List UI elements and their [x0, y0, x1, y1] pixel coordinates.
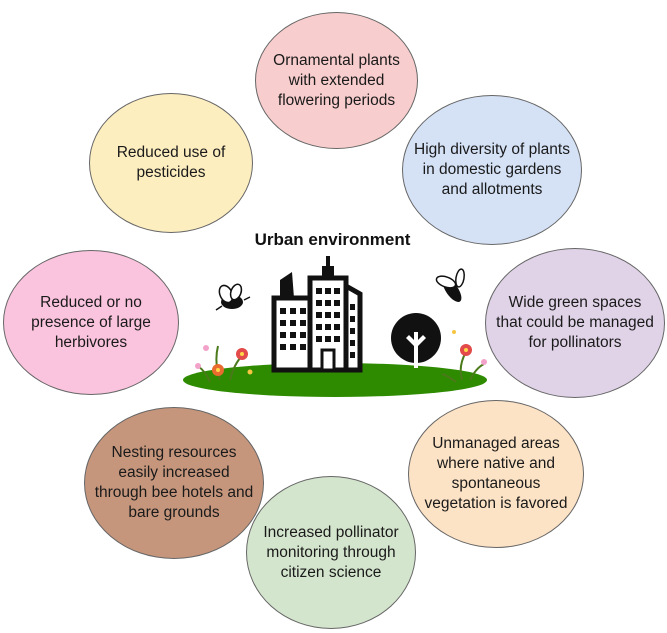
urban-scene	[183, 256, 487, 397]
buildings-icon	[271, 256, 363, 373]
circle-ornamental-plants: Ornamental plants with extended flowerin…	[255, 12, 418, 149]
circle-nesting-resources-text: Nesting resources easily increased throu…	[94, 444, 254, 521]
circle-unmanaged-areas: Unmanaged areas where native and spontan…	[408, 400, 584, 548]
circle-reduced-herbivores: Reduced or no presence of large herbivor…	[3, 250, 179, 395]
circle-plant-diversity-text: High diversity of plants in domestic gar…	[414, 141, 570, 198]
circle-pollinator-monitoring-text: Increased pollinator monitoring through …	[263, 523, 399, 581]
circle-reduced-pesticides: Reduced use of pesticides	[89, 93, 253, 233]
circle-ornamental-plants-text: Ornamental plants with extended flowerin…	[273, 51, 400, 109]
wasp-icon-right	[435, 268, 465, 302]
circle-pollinator-monitoring: Increased pollinator monitoring through …	[246, 476, 416, 629]
diagram-title: Urban environment	[254, 230, 411, 249]
circle-plant-diversity: High diversity of plants in domestic gar…	[402, 95, 582, 245]
circle-green-spaces-text: Wide green spaces that could be managed …	[496, 294, 654, 351]
tree-icon	[391, 313, 441, 368]
circle-nesting-resources: Nesting resources easily increased throu…	[84, 407, 264, 559]
grass-ellipse	[183, 363, 487, 397]
circle-green-spaces: Wide green spaces that could be managed …	[485, 248, 665, 398]
circle-reduced-pesticides-text: Reduced use of pesticides	[116, 144, 226, 181]
circle-unmanaged-areas-text: Unmanaged areas where native and spontan…	[424, 435, 568, 512]
flowers-left-icon	[195, 345, 253, 383]
circle-reduced-herbivores-text: Reduced or no presence of large herbivor…	[31, 293, 151, 351]
flowers-right-icon	[441, 330, 487, 383]
bee-icon-left	[215, 283, 251, 311]
